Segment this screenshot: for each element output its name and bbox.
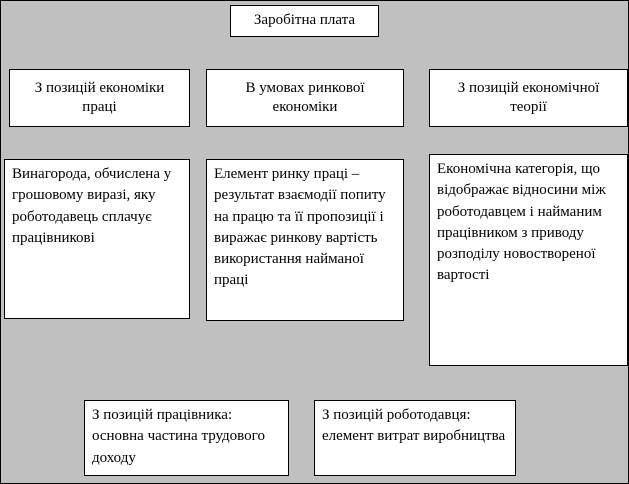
box-economic-theory-text: З позицій економічної теорії <box>457 79 600 116</box>
box-employee-perspective-text: З позицій працівника: основна частина тр… <box>92 407 265 466</box>
box-economic-theory: З позицій економічної теорії <box>429 69 628 127</box>
box-employer-perspective-text: З позицій роботодавця: елемент витрат ви… <box>322 407 506 445</box>
box-labor-economics-text: З позицій економіки праці <box>34 79 165 116</box>
box-economic-category-definition-text: Економічна категорія, що відображає відн… <box>437 161 606 284</box>
box-title: Заробітна плата <box>230 5 379 37</box>
box-market-economy-text: В умовах ринкової економіки <box>245 79 365 116</box>
box-labor-market-definition-text: Елемент ринку праці – результат взаємоді… <box>214 166 386 289</box>
box-reward-definition-text: Винагорода, обчислена у грошовому виразі… <box>12 166 172 246</box>
box-economic-category-definition: Економічна категорія, що відображає відн… <box>429 154 628 366</box>
box-reward-definition: Винагорода, обчислена у грошовому виразі… <box>4 159 190 319</box>
box-market-economy: В умовах ринкової економіки <box>206 69 404 127</box>
box-title-text: Заробітна плата <box>253 12 356 29</box>
box-employer-perspective: З позицій роботодавця: елемент витрат ви… <box>314 400 516 476</box>
box-labor-market-definition: Елемент ринку праці – результат взаємоді… <box>206 159 404 321</box>
box-labor-economics: З позицій економіки праці <box>9 69 190 127</box>
box-employee-perspective: З позицій працівника: основна частина тр… <box>84 400 289 476</box>
